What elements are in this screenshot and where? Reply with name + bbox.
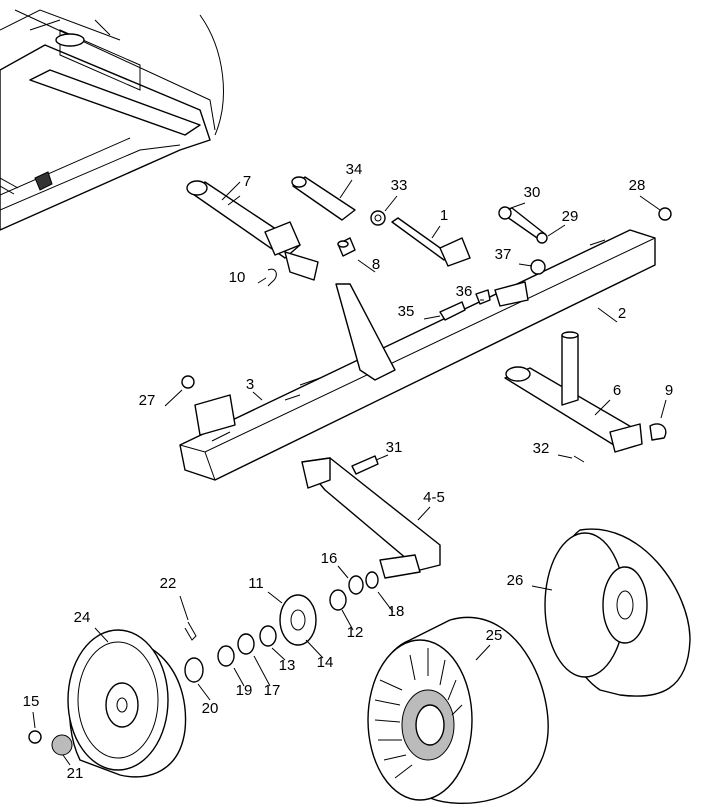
lug-nut [28, 730, 42, 744]
part-callout-label: 30 [524, 184, 541, 201]
part-callout-label: 27 [139, 392, 156, 409]
part-callout-label: 20 [202, 700, 219, 717]
wheel-hub [279, 594, 317, 646]
part-callout-label: 16 [321, 550, 338, 567]
part-callout-label: 9 [665, 382, 673, 399]
part-callout-label: 32 [533, 440, 550, 457]
part-callout-label: 10 [229, 269, 246, 286]
part-callout-label: 19 [236, 682, 253, 699]
tire [367, 616, 549, 804]
part-callout-label: 3 [246, 376, 254, 393]
part-callout-label: 13 [279, 657, 296, 674]
pin [337, 237, 356, 257]
bolt [498, 206, 546, 241]
bearing-cone [184, 571, 379, 683]
part-callout-label: 2 [618, 305, 626, 322]
hydraulic-cylinder [186, 180, 319, 281]
leader-lines [32, 179, 667, 766]
part-callout-label: 1 [440, 207, 448, 224]
part-callout-label: 6 [613, 382, 621, 399]
tire [544, 528, 691, 697]
hub-cap [51, 734, 73, 756]
cotter-pin [184, 621, 197, 641]
nut [370, 210, 386, 226]
adjusting-rod [391, 217, 471, 267]
part-callout-label: 22 [160, 575, 177, 592]
part-callout-label: 7 [243, 173, 251, 190]
part-callout-label: 14 [317, 654, 334, 671]
wheel-rim [67, 629, 187, 778]
part-callout-label: 17 [264, 682, 281, 699]
part-callout-label: 37 [495, 246, 512, 263]
hair-pin-clip [267, 268, 277, 287]
main-axle-beam [179, 229, 656, 481]
part-callout-label: 33 [391, 177, 408, 194]
part-callout-label: 18 [388, 603, 405, 620]
part-callout-label: 25 [486, 627, 503, 644]
part-callout-label: 35 [398, 303, 415, 320]
drawbar-frame [0, 9, 224, 231]
part-callout-label: 24 [74, 609, 91, 626]
part-callout-label: 26 [507, 572, 524, 589]
part-callout-label: 4-5 [423, 489, 445, 506]
part-callout-label: 34 [346, 161, 363, 178]
part-callout-label: 15 [23, 693, 40, 710]
part-callout-label: 36 [456, 283, 473, 300]
jack-link [291, 176, 356, 221]
part-callout-label: 28 [629, 177, 646, 194]
part-callout-label: 11 [248, 575, 264, 592]
lock-washer [536, 232, 548, 244]
spindle-arm [301, 457, 441, 579]
part-callout-label: 12 [347, 624, 364, 641]
part-callout-label: 8 [372, 256, 380, 273]
part-callout-label: 29 [562, 208, 579, 225]
wheel-spindle-arm [504, 331, 667, 463]
nut [181, 207, 672, 389]
part-callout-label: 21 [67, 765, 84, 782]
bolt [351, 289, 491, 475]
part-callout-label: 31 [386, 439, 403, 456]
